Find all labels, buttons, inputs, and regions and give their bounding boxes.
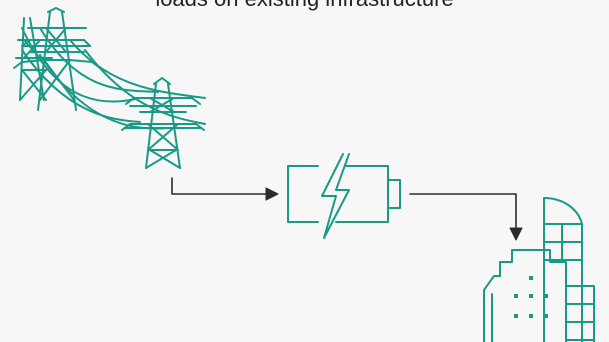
flow-arrow-towers-to-battery (171, 177, 279, 201)
diagram-caption: loads on existing infrastructure (0, 0, 609, 12)
building-icon (483, 197, 595, 342)
power-lines (21, 27, 206, 130)
transmission-towers-icon (13, 7, 206, 169)
battery-charging-icon (287, 153, 401, 239)
building-windows (514, 276, 548, 318)
tower-front-left (13, 7, 101, 111)
flow-arrow-battery-to-building (409, 193, 523, 241)
tower-right (121, 77, 205, 169)
